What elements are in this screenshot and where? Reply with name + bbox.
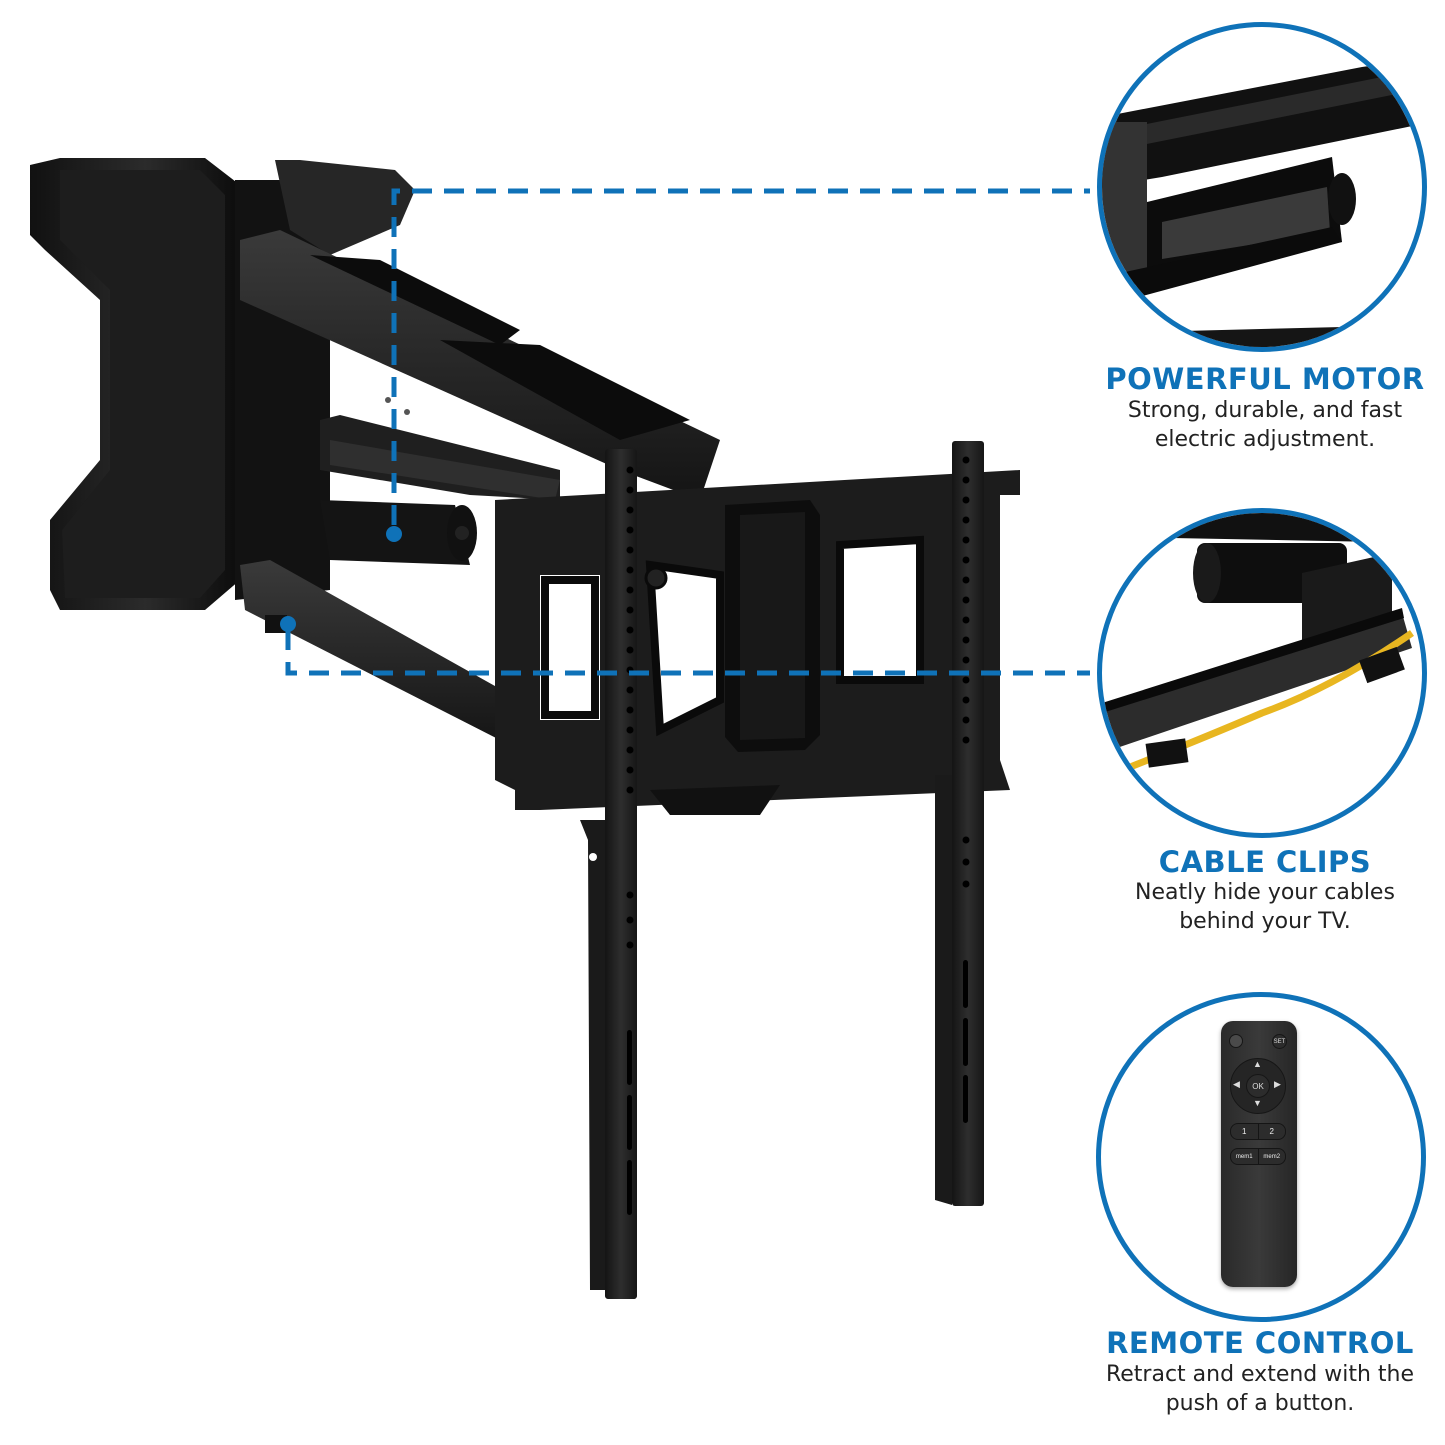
feature-title-powerful-motor: POWERFUL MOTOR [1105, 362, 1425, 396]
remote-mem1: mem1 [1235, 1153, 1253, 1160]
remote-set-button: SET [1272, 1034, 1287, 1049]
remote-ok-button: OK [1246, 1074, 1270, 1098]
feature-desc-line: behind your TV. [1179, 909, 1351, 934]
motor-closeup-circle [1097, 22, 1427, 352]
remote-memory-buttons: mem1 mem2 [1230, 1148, 1286, 1165]
feature-desc-remote-control: Retract and extend with the push of a bu… [1080, 1360, 1440, 1418]
remote-preset-1: 1 [1242, 1127, 1247, 1136]
wall-plate [30, 158, 415, 610]
lower-arm [240, 560, 520, 750]
feature-desc-cable-clips: Neatly hide your cables behind your TV. [1090, 878, 1440, 936]
upper-arm [240, 230, 720, 500]
remote-mem2: mem2 [1257, 1149, 1286, 1164]
feature-title-cable-clips: CABLE CLIPS [1158, 845, 1372, 879]
tv-rail-right [935, 441, 984, 1206]
arrow-left-icon: ◀ [1233, 1079, 1240, 1089]
tv-bracket-frame [495, 470, 1020, 815]
cable-clip-marker-dot [280, 616, 296, 632]
remote-preset-2: 2 [1257, 1124, 1286, 1139]
feature-desc-line: push of a button. [1165, 1391, 1355, 1416]
motor-closeup-image [1102, 58, 1422, 347]
tv-rail-left [580, 449, 637, 1299]
cable-clips-closeup-image [1102, 513, 1422, 782]
arrow-up-icon: ▲ [1253, 1059, 1262, 1069]
cable-clips-closeup-circle [1097, 508, 1427, 838]
product-illustration [30, 158, 1090, 1299]
feature-title-remote-control: REMOTE CONTROL [1106, 1326, 1414, 1360]
feature-desc-line: Neatly hide your cables [1135, 880, 1395, 905]
remote-power-button [1229, 1034, 1243, 1048]
arrow-down-icon: ▼ [1253, 1098, 1262, 1108]
arrow-right-icon: ▶ [1274, 1079, 1281, 1089]
remote-preset-buttons: 1 2 [1230, 1123, 1286, 1140]
motor-marker-dot [386, 526, 402, 542]
feature-desc-line: electric adjustment. [1154, 427, 1376, 452]
feature-desc-powerful-motor: Strong, durable, and fast electric adjus… [1090, 396, 1440, 454]
callout-connector-motor [391, 188, 1090, 525]
feature-desc-line: Strong, durable, and fast [1127, 398, 1403, 423]
feature-desc-line: Retract and extend with the [1105, 1362, 1415, 1387]
callout-connector-cable-clips [285, 630, 1090, 676]
tv-mount-drawing [30, 158, 1090, 1299]
remote-control-image: SET OK ▲ ▼ ◀ ▶ 1 2 mem1 mem2 [1221, 1021, 1297, 1287]
